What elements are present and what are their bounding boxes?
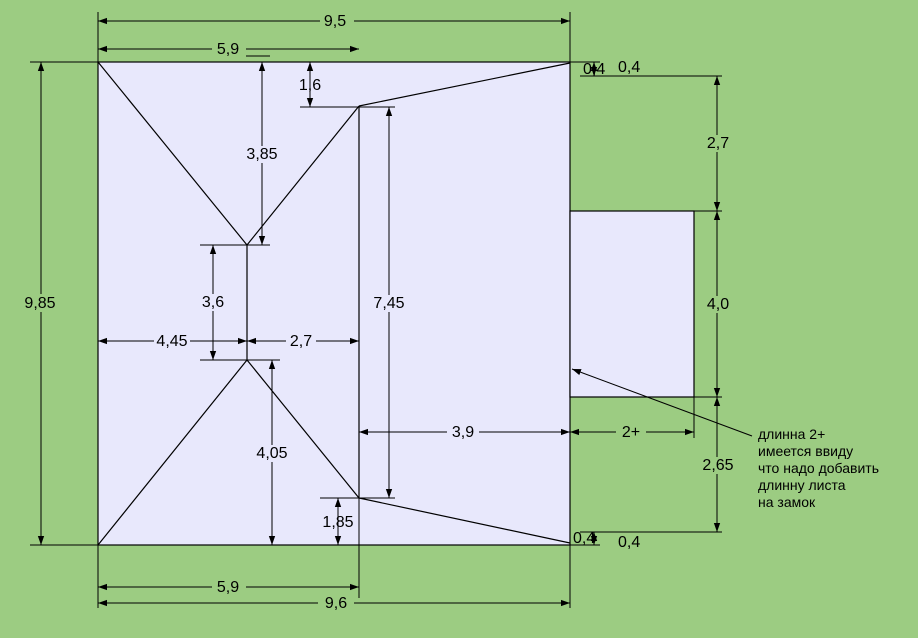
note-line: что надо добавить [758, 460, 879, 476]
dimension-labels: 9,5 5,9 9,85 1,6 3,85 3,6 4,45 2,7 7,45 … [22, 12, 736, 612]
dim-right-bottom-offset: 0,4 [618, 534, 640, 551]
extension-panel [569, 210, 695, 398]
dim-ext-width: 2+ [622, 424, 640, 441]
note-line: на замок [758, 494, 816, 510]
dim-right-upper: 2,7 [707, 135, 729, 152]
dim-lower-valley: 4,05 [256, 445, 287, 462]
dim-bottom-gap: 1,85 [322, 514, 353, 531]
dim-bottom-left: 5,9 [217, 579, 239, 596]
dim-ridge: 3,6 [202, 294, 224, 311]
dim-top-gap: 1,6 [299, 77, 321, 94]
note-line: длинна 2+ [758, 426, 826, 442]
roof-lines [97, 61, 571, 546]
dim-upper-valley: 3,85 [246, 146, 277, 163]
dim-left-to-ridge: 4,45 [156, 333, 187, 350]
note-line: имеется ввиду [758, 443, 854, 459]
dim-left-height: 9,85 [24, 295, 55, 312]
dim-bottom-total: 9,6 [325, 595, 347, 612]
dim-right-top-offset-small: 0,4 [583, 61, 605, 78]
dim-top-total: 9,5 [324, 13, 346, 30]
dim-right-bottom-offset-small: 0,4 [573, 530, 595, 547]
dim-ext-height: 4,0 [707, 296, 729, 313]
dim-inner-to-right: 3,9 [452, 424, 474, 441]
dim-top-left: 5,9 [217, 41, 239, 58]
main-panel [97, 61, 571, 546]
dim-inner-height: 7,45 [373, 295, 404, 312]
dim-right-top-offset: 0,4 [618, 59, 640, 76]
note-line: длинну листа [758, 477, 846, 493]
dim-ridge-to-inner: 2,7 [290, 333, 312, 350]
dim-right-lower: 2,65 [702, 457, 733, 474]
